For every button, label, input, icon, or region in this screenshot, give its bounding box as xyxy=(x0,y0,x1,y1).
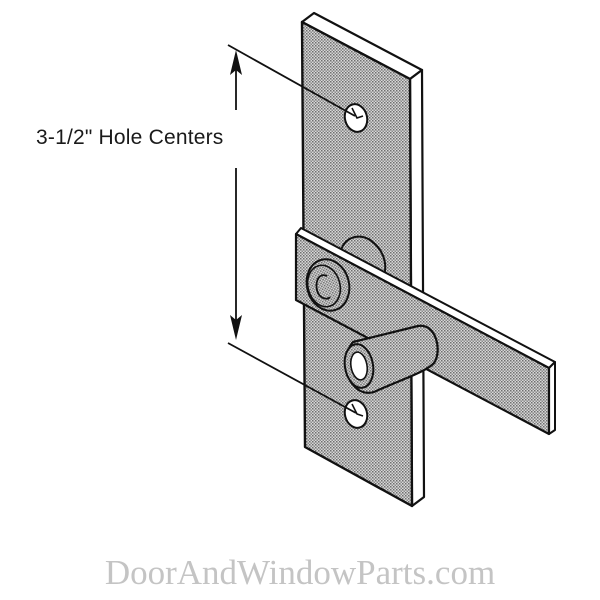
top-screw xyxy=(343,103,369,133)
bottom-screw xyxy=(343,399,369,429)
latch-knob xyxy=(343,324,439,394)
hole-centers-dimension-label: 3-1/2" Hole Centers xyxy=(36,124,224,152)
pivot-rivet xyxy=(305,258,351,312)
arrow-down-icon xyxy=(230,315,242,340)
dimension-lines xyxy=(227,44,357,414)
arrow-up-icon xyxy=(230,50,242,75)
watermark: DoorAndWindowParts.com xyxy=(104,553,496,592)
